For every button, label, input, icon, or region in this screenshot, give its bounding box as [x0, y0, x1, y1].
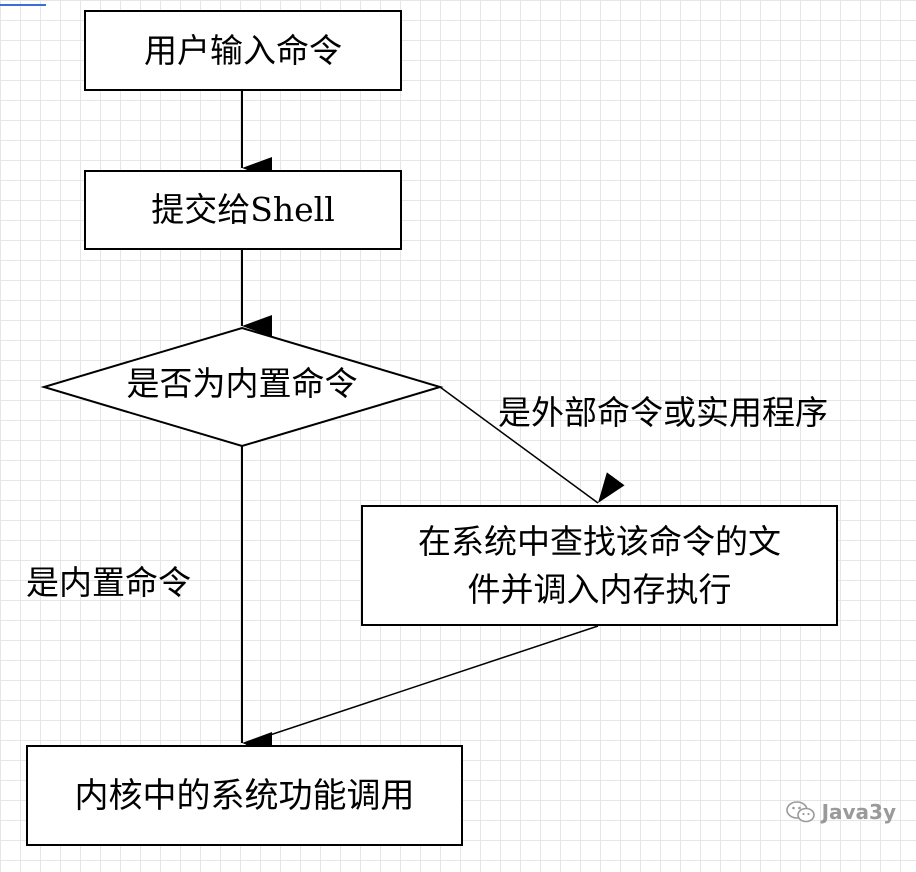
node-user-input-label: 用户输入命令 — [144, 30, 342, 70]
node-kernel-call-label: 内核中的系统功能调用 — [74, 775, 415, 816]
arrow-decision-to-search — [439, 386, 625, 504]
wechat-icon — [785, 801, 815, 823]
node-decision-label: 是否为内置命令 — [126, 364, 358, 403]
node-submit-shell-label: 提交给Shell — [151, 190, 335, 229]
arrow-search-to-kernel — [245, 625, 599, 775]
watermark: Java3y — [785, 800, 896, 824]
node-user-input: 用户输入命令 — [84, 10, 402, 91]
node-search-file-line2: 件并调入内存执行 — [467, 569, 732, 609]
watermark-text: Java3y — [821, 800, 896, 824]
node-search-file: 在系统中查找该命令的文 件并调入内存执行 — [361, 505, 838, 626]
corner-marker — [0, 0, 46, 6]
node-search-file-line1: 在系统中查找该命令的文 — [418, 521, 781, 561]
node-kernel-call: 内核中的系统功能调用 — [26, 745, 463, 846]
edge-label-external: 是外部命令或实用程序 — [498, 393, 828, 432]
edge-label-builtin: 是内置命令 — [26, 563, 191, 602]
node-submit-shell: 提交给Shell — [84, 170, 402, 250]
